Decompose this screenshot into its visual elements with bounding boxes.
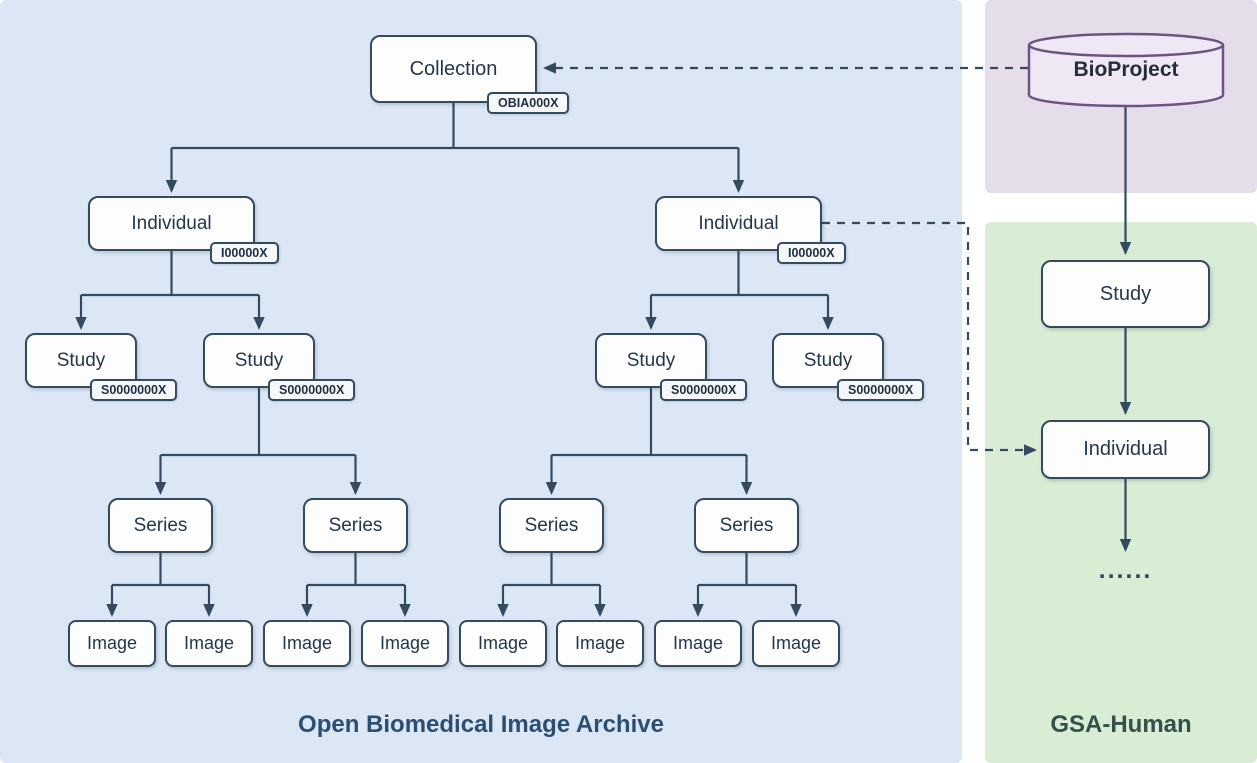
gsa-continuation-ellipsis: ......: [1098, 556, 1153, 584]
image-node-7: Image: [654, 620, 742, 667]
series-node-2: Series: [303, 498, 408, 553]
cross-archive-dashed-links: [543, 62, 1037, 456]
image-label: Image: [281, 633, 333, 653]
study-label: Study: [803, 349, 853, 371]
gsa-individual-node: Individual: [1041, 420, 1210, 479]
image-label: Image: [379, 633, 431, 653]
study-node-4: Study: [772, 333, 884, 388]
image-node-1: Image: [68, 620, 156, 667]
image-node-2: Image: [165, 620, 253, 667]
series-node-3: Series: [499, 498, 604, 553]
image-label: Image: [477, 633, 529, 653]
study-label: Study: [234, 349, 284, 371]
bioproject-label: BioProject: [1073, 58, 1179, 81]
series-label: Series: [719, 514, 774, 536]
tree-arrow-segments: [75, 107, 1132, 617]
series-label: Series: [133, 514, 188, 536]
individual-to-gsa-individual-link: [822, 221, 1037, 456]
collection-label: Collection: [409, 57, 498, 80]
gsa-study-label: Study: [1099, 282, 1152, 305]
study-node-3: Study: [595, 333, 707, 388]
study-node-2: Study: [203, 333, 315, 388]
bioproject-cylinder: [1027, 32, 1225, 108]
individual-accession-badge-2: I00000X: [777, 242, 846, 264]
image-label: Image: [86, 633, 138, 653]
study-accession-badge-1: S0000000X: [90, 379, 178, 401]
image-label: Image: [574, 633, 626, 653]
series-node-1: Series: [108, 498, 213, 553]
image-label: Image: [672, 633, 724, 653]
study-node-1: Study: [25, 333, 137, 388]
obia-panel-title: Open Biomedical Image Archive: [298, 711, 664, 738]
series-label: Series: [524, 514, 579, 536]
image-node-8: Image: [752, 620, 840, 667]
image-label: Image: [183, 633, 235, 653]
study-accession-badge-4: S0000000X: [837, 379, 925, 401]
individual-accession-badge-1: I00000X: [210, 242, 279, 264]
image-label: Image: [770, 633, 822, 653]
collection-accession-badge: OBIA000X: [487, 92, 570, 114]
study-label: Study: [626, 349, 676, 371]
series-label: Series: [328, 514, 383, 536]
individual-node-1: Individual: [88, 196, 255, 251]
study-accession-badge-3: S0000000X: [660, 379, 748, 401]
study-accession-badge-2: S0000000X: [268, 379, 356, 401]
tree-trunk-lines: [81, 103, 828, 587]
image-node-5: Image: [459, 620, 547, 667]
series-node-4: Series: [694, 498, 799, 553]
image-node-4: Image: [361, 620, 449, 667]
gsa-individual-label: Individual: [1083, 438, 1168, 460]
individual-label: Individual: [698, 212, 779, 234]
gsa-panel-title: GSA-Human: [1050, 711, 1192, 738]
individual-label: Individual: [131, 212, 212, 234]
collection-node: Collection: [370, 35, 537, 103]
gsa-study-node: Study: [1041, 260, 1210, 328]
study-label: Study: [56, 349, 106, 371]
image-node-3: Image: [263, 620, 351, 667]
individual-node-2: Individual: [655, 196, 822, 251]
image-node-6: Image: [556, 620, 644, 667]
